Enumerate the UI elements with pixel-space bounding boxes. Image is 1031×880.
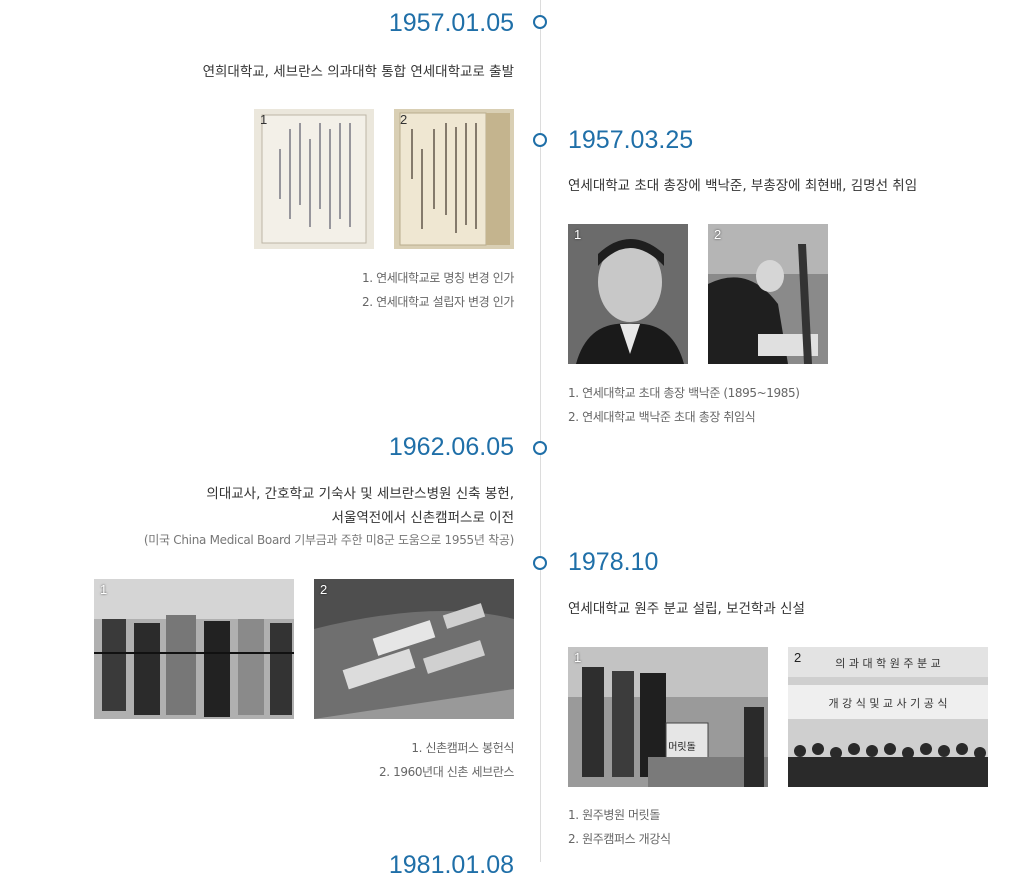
timeline-dot (533, 15, 547, 29)
photo-number: 1 (574, 227, 582, 242)
banner-upper: 의 과 대 학 원 주 분 교 (835, 657, 941, 670)
ceremony-photo: 2 (708, 224, 828, 364)
photo-number: 2 (794, 650, 802, 665)
event-description: 연세대학교 초대 총장에 백낙준, 부총장에 최현배, 김명선 취임 (568, 178, 918, 194)
photo-captions: 1. 신촌캠퍼스 봉헌식 2. 1960년대 신촌 세브란스 (379, 736, 514, 784)
ceremony-photo: 1 (94, 579, 294, 719)
photo-caption: 2. 1960년대 신촌 세브란스 (379, 765, 514, 779)
event-date: 1981.01.08 (388, 851, 514, 879)
event-description: 연세대학교 원주 분교 설립, 보건학과 신설 (568, 601, 805, 617)
event-date: 1962.06.05 (388, 433, 514, 461)
event-description: 연희대학교, 세브란스 의과대학 통합 연세대학교로 출발 (202, 64, 514, 80)
event-date: 1957.03.25 (568, 126, 694, 154)
timeline-dot (533, 133, 547, 147)
banner-lower: 개 강 식 및 교 사 기 공 식 (828, 697, 948, 710)
photo-caption: 1. 연세대학교 초대 총장 백낙준 (1895~1985) (568, 386, 800, 400)
timeline-dot (533, 441, 547, 455)
photo-number: 2 (400, 112, 408, 127)
photo-caption: 2. 연세대학교 백낙준 초대 총장 취임식 (568, 410, 756, 424)
photo-captions: 1. 원주병원 머릿돌 2. 원주캠퍼스 개강식 (568, 803, 671, 851)
photo-captions: 1. 연세대학교로 명칭 변경 인가 2. 연세대학교 설립자 변경 인가 (362, 266, 514, 314)
document-photo: 2 (394, 109, 514, 249)
event-note: (미국 China Medical Board 기부금과 주한 미8군 도움으로… (143, 533, 514, 547)
opening-ceremony-photo: 의 과 대 학 원 주 분 교 개 강 식 및 교 사 기 공 식 2 (788, 647, 988, 787)
campus-aerial-photo: 2 (314, 579, 514, 719)
photo-caption: 1. 원주병원 머릿돌 (568, 808, 660, 822)
photo-number: 2 (714, 227, 722, 242)
event-description: 의대교사, 간호학교 기숙사 및 세브란스병원 신축 봉헌, (206, 486, 514, 502)
event-description: 서울역전에서 신촌캠퍼스로 이전 (331, 510, 514, 526)
timeline-axis (540, 0, 541, 862)
cornerstone-photo: 머릿돌 1 (568, 647, 768, 787)
document-photo: 1 (254, 109, 374, 249)
timeline-dot (533, 556, 547, 570)
photo-caption: 1. 연세대학교로 명칭 변경 인가 (362, 271, 514, 285)
photo-caption: 2. 연세대학교 설립자 변경 인가 (362, 295, 514, 309)
photo-captions: 1. 연세대학교 초대 총장 백낙준 (1895~1985) 2. 연세대학교 … (568, 381, 800, 429)
photo-number: 1 (100, 582, 108, 597)
photo-number: 1 (574, 650, 582, 665)
photo-number: 1 (260, 112, 268, 127)
photo-caption: 2. 원주캠퍼스 개강식 (568, 832, 671, 846)
event-date: 1978.10 (568, 548, 659, 576)
portrait-photo: 1 (568, 224, 688, 364)
event-date: 1957.01.05 (388, 9, 514, 37)
cornerstone-sign: 머릿돌 (668, 742, 696, 753)
photo-caption: 1. 신촌캠퍼스 봉헌식 (411, 741, 514, 755)
photo-number: 2 (320, 582, 328, 597)
